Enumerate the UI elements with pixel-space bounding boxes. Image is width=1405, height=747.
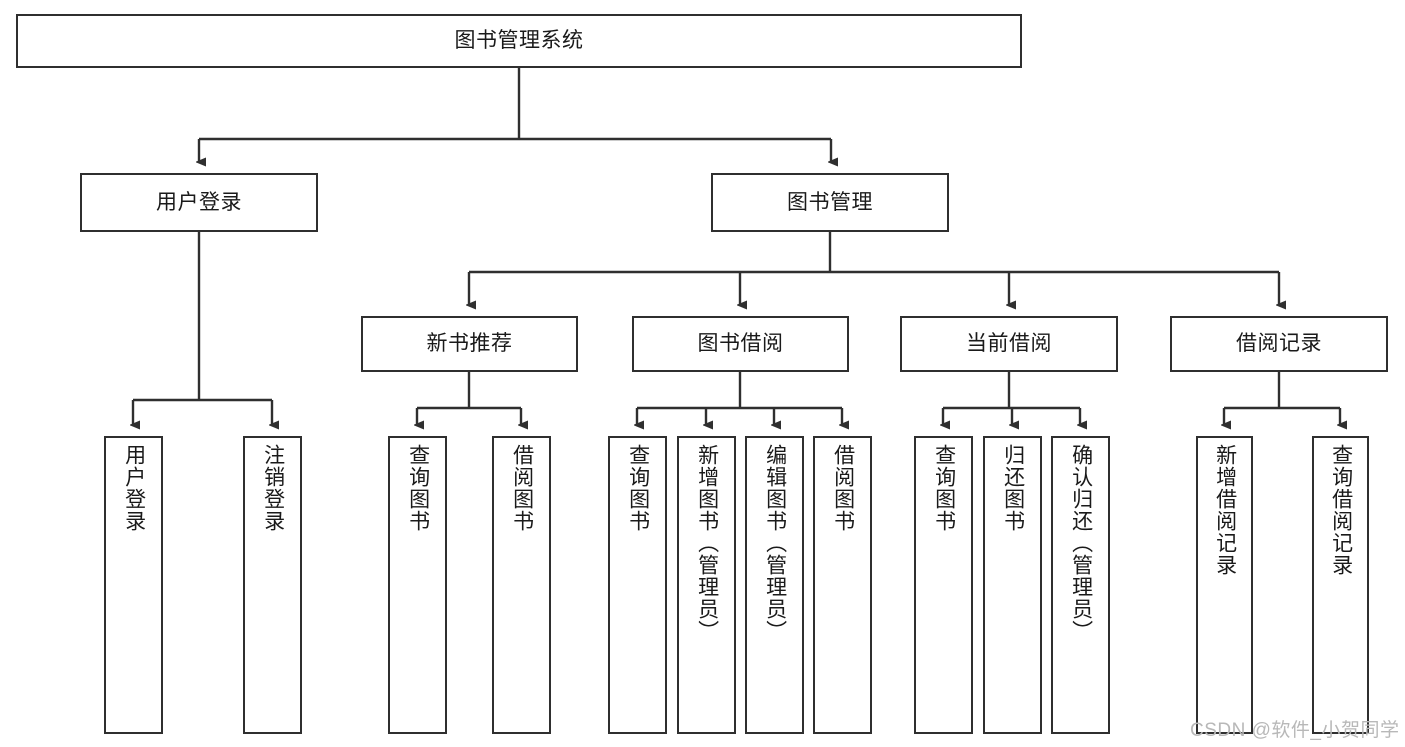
node-label: 用户登录 bbox=[122, 444, 146, 532]
leaf-current-borrow-confirm-return-admin[interactable]: 确认归还（管理员） bbox=[1051, 436, 1110, 734]
leaf-new-book-query-books[interactable]: 查询图书 bbox=[388, 436, 447, 734]
node-label: 新增图书（管理员） bbox=[695, 444, 719, 642]
leaf-book-borrow-query-books[interactable]: 查询图书 bbox=[608, 436, 667, 734]
node-label: 查询借阅记录 bbox=[1329, 444, 1353, 576]
node-label: 新增借阅记录 bbox=[1213, 444, 1237, 576]
node-new-book-recommend[interactable]: 新书推荐 bbox=[361, 316, 578, 372]
leaf-user-login-logout[interactable]: 注销登录 bbox=[243, 436, 302, 734]
csdn-watermark: CSDN @软件_小贺同学 bbox=[1190, 720, 1400, 741]
node-label: 查询图书 bbox=[932, 444, 956, 532]
node-user-login[interactable]: 用户登录 bbox=[80, 173, 318, 232]
leaf-book-borrow-borrow-books[interactable]: 借阅图书 bbox=[813, 436, 872, 734]
leaf-current-borrow-return-books[interactable]: 归还图书 bbox=[983, 436, 1042, 734]
node-label: 图书借阅 bbox=[697, 332, 784, 356]
leaf-book-borrow-edit-book-admin[interactable]: 编辑图书（管理员） bbox=[745, 436, 804, 734]
leaf-new-book-borrow-books[interactable]: 借阅图书 bbox=[492, 436, 551, 734]
node-label: 归还图书 bbox=[1001, 444, 1025, 532]
leaf-borrow-record-add-record[interactable]: 新增借阅记录 bbox=[1196, 436, 1253, 734]
leaf-user-login-login[interactable]: 用户登录 bbox=[104, 436, 163, 734]
node-label: 图书管理 bbox=[787, 190, 873, 214]
leaf-book-borrow-add-book-admin[interactable]: 新增图书（管理员） bbox=[677, 436, 736, 734]
node-label: 注销登录 bbox=[261, 444, 285, 532]
leaf-current-borrow-query-books[interactable]: 查询图书 bbox=[914, 436, 973, 734]
node-label: 查询图书 bbox=[406, 444, 430, 532]
node-label: 图书管理系统 bbox=[454, 29, 584, 53]
node-label: 确认归还（管理员） bbox=[1069, 444, 1093, 642]
node-root-book-management-system[interactable]: 图书管理系统 bbox=[16, 14, 1022, 68]
leaf-borrow-record-query-record[interactable]: 查询借阅记录 bbox=[1312, 436, 1369, 734]
node-book-borrow[interactable]: 图书借阅 bbox=[632, 316, 849, 372]
node-borrow-record[interactable]: 借阅记录 bbox=[1170, 316, 1388, 372]
node-current-borrow[interactable]: 当前借阅 bbox=[900, 316, 1118, 372]
node-label: 当前借阅 bbox=[966, 332, 1052, 356]
node-label: 借阅图书 bbox=[831, 444, 855, 532]
node-label: 查询图书 bbox=[626, 444, 650, 532]
node-label: 借阅图书 bbox=[510, 444, 534, 532]
node-label: 编辑图书（管理员） bbox=[763, 444, 787, 642]
node-label: 新书推荐 bbox=[426, 332, 513, 356]
node-label: 用户登录 bbox=[156, 190, 242, 214]
node-label: 借阅记录 bbox=[1236, 332, 1322, 356]
node-book-management[interactable]: 图书管理 bbox=[711, 173, 949, 232]
